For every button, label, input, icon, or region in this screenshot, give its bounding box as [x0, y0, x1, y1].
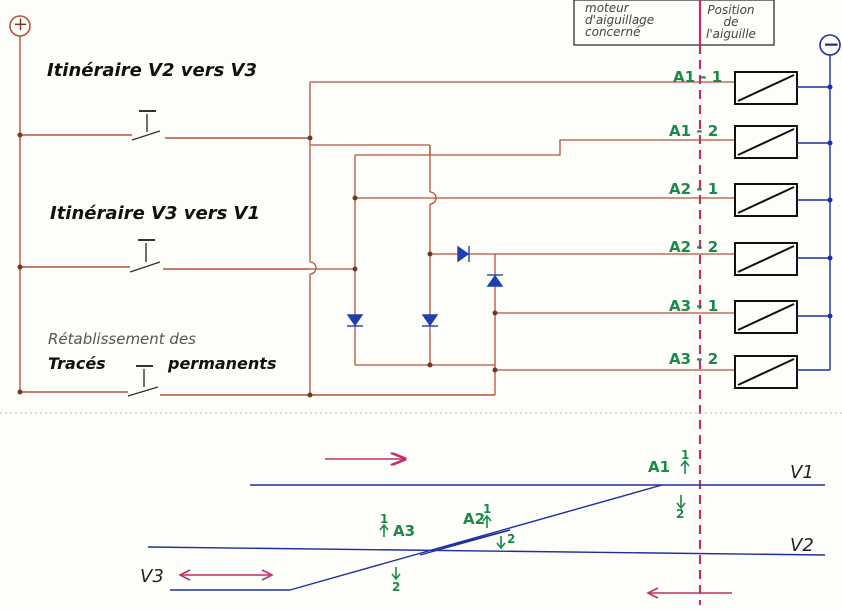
a3-pos2: 2: [392, 580, 401, 594]
track-label-v3: V3: [140, 566, 164, 587]
header-col1-line3: concerné: [585, 25, 641, 39]
header-col2-line3: l'aiguille: [706, 27, 756, 41]
push-button-3: [20, 365, 495, 397]
a2-pos2: 2: [507, 532, 516, 546]
diodes: [346, 245, 504, 327]
diode-2: [421, 314, 439, 327]
junction-nodes: [17, 132, 498, 398]
header-col1-line2: d'aiguillage: [585, 13, 655, 27]
motor-label-a1-1: A1 - 1: [673, 68, 723, 86]
point-arrows: [379, 459, 690, 581]
negative-symbol: −: [823, 32, 840, 56]
route-2-label: Itinéraire V3 vers V1: [50, 203, 261, 224]
motor-coil-2: [734, 125, 798, 159]
point-label-a3: A3: [393, 522, 416, 540]
arrow-left-bottom: [646, 587, 732, 599]
header-col1: moteur d'aiguillage concerné: [585, 2, 654, 38]
positive-terminal: [9, 15, 31, 37]
motor-coil-4: [734, 242, 798, 276]
negative-terminal: [819, 34, 841, 56]
motor-label-a3-2: A3 - 2: [669, 350, 719, 368]
positive-symbol: +: [13, 14, 29, 35]
track-v2: [147, 546, 826, 556]
header-col1-line1: moteur: [585, 1, 629, 15]
motor-coil-5: [734, 300, 798, 334]
motors: [734, 71, 798, 389]
motor-label-a2-1: A2 - 1: [669, 180, 719, 198]
motor-coil-6: [734, 355, 798, 389]
track-label-v1: V1: [790, 462, 814, 483]
a2-pos1: 1: [483, 502, 492, 516]
route-3-label-line1: Rétablissement des: [48, 330, 197, 348]
motor-label-a2-2: A2 - 2: [669, 238, 719, 256]
track-layout: [147, 484, 826, 591]
motor-label-a1-2: A1 - 2: [669, 122, 719, 140]
a3-pos1: 1: [380, 512, 389, 526]
route-3-label-line2: Tracés: [48, 354, 106, 373]
negative-bus: [797, 55, 831, 371]
motor-coil-1: [734, 71, 798, 105]
diode-3: [457, 245, 470, 263]
header-col2: Position de l'aiguille: [706, 4, 756, 40]
header-col2-line2: de: [723, 15, 739, 29]
header-box: [573, 0, 775, 46]
push-button-1: [20, 110, 310, 141]
crossover-a1-a3: [289, 484, 663, 591]
track-label-v2: V2: [790, 535, 814, 556]
point-label-a1: A1: [648, 458, 671, 476]
a1-pos2: 2: [676, 507, 685, 521]
a1-pos1: 1: [681, 448, 690, 462]
diode-1: [346, 314, 364, 327]
arrow-double-v3: [178, 569, 274, 581]
route-1-label: Itinéraire V2 vers V3: [47, 60, 258, 81]
push-button-2: [20, 239, 310, 273]
point-label-a2: A2: [463, 510, 486, 528]
route-3-label-line3: permanents: [168, 354, 277, 373]
motor-coil-3: [734, 183, 798, 217]
diode-4: [486, 274, 504, 287]
motor-label-a3-1: A3 - 1: [669, 297, 719, 315]
header-col2-line1: Position: [707, 3, 755, 17]
